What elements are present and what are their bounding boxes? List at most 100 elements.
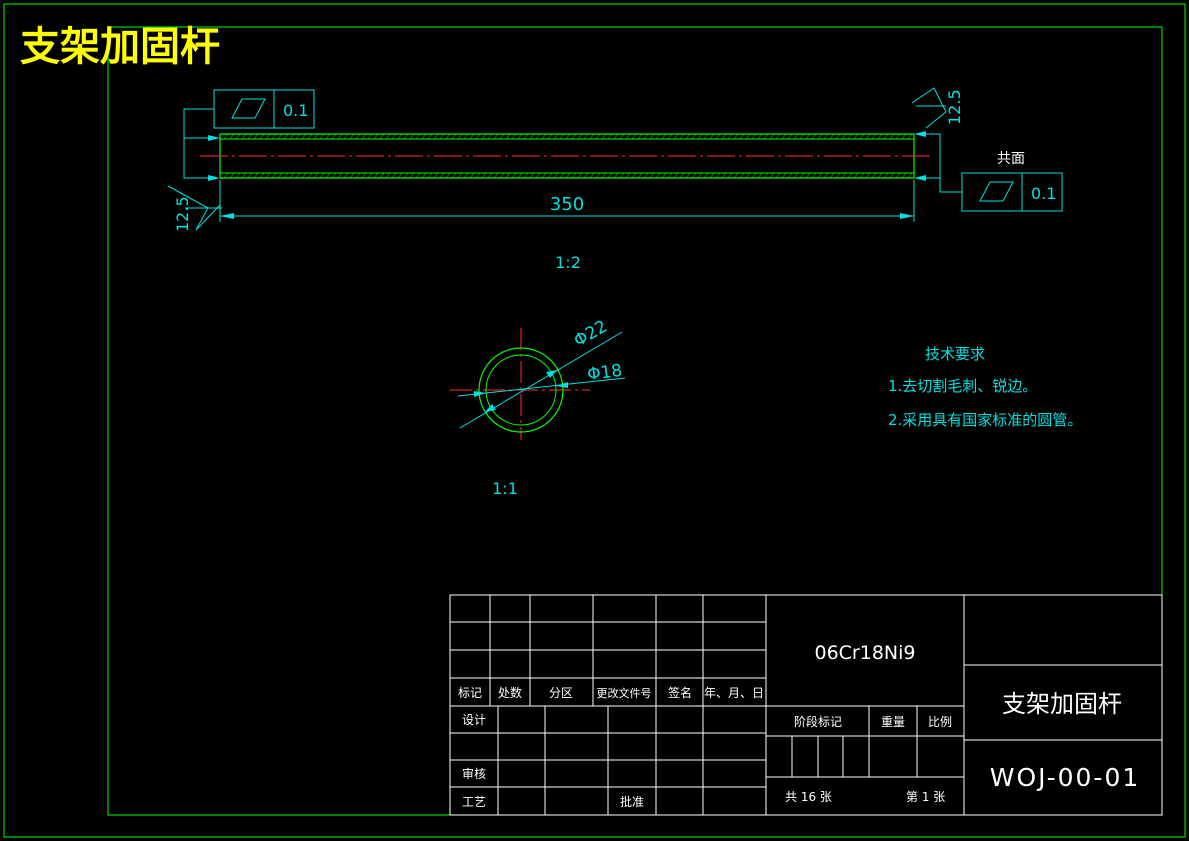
hatch-line — [853, 172, 859, 179]
roughness-symbol-left: 12.5 — [167, 185, 222, 232]
drawing-number: WOJ-00-01 — [990, 763, 1141, 792]
hatch-line — [445, 172, 451, 179]
hatch-line — [793, 133, 799, 140]
hatch-line — [535, 133, 541, 140]
hatch-line — [721, 172, 727, 179]
hatch-line — [475, 172, 481, 179]
leader-arrow-icon — [914, 131, 926, 137]
hatch-line — [421, 133, 427, 140]
hatch-line — [319, 133, 325, 140]
hatch-line — [481, 172, 487, 179]
hatch-line — [313, 133, 319, 140]
hatch-line — [697, 133, 703, 140]
hatch-line — [895, 133, 901, 140]
hatch-line — [709, 133, 715, 140]
hatch-line — [877, 172, 883, 179]
hatch-line — [661, 133, 667, 140]
hatch-line — [727, 172, 733, 179]
dimension-arrow-icon — [546, 370, 557, 378]
hatch-line — [637, 133, 643, 140]
hatch-line — [235, 172, 241, 179]
hatch-line — [799, 133, 805, 140]
hatch-line — [457, 172, 463, 179]
hatch-line — [349, 172, 355, 179]
hatch-line — [523, 172, 529, 179]
hatch-line — [241, 172, 247, 179]
hatch-line — [757, 172, 763, 179]
hatch-line — [475, 133, 481, 140]
hatch-line — [769, 172, 775, 179]
hatch-line — [385, 133, 391, 140]
hatch-line — [337, 133, 343, 140]
hatch-line — [391, 133, 397, 140]
hatch-line — [355, 172, 361, 179]
hatch-line — [841, 172, 847, 179]
flatness-note-right: 共面 — [997, 151, 1025, 167]
hatch-line — [733, 172, 739, 179]
hatch-line — [439, 133, 445, 140]
hatch-line — [643, 133, 649, 140]
length-value: 350 — [550, 194, 584, 215]
hatch-line — [499, 133, 505, 140]
hatch-line — [253, 133, 259, 140]
hatch-line — [259, 172, 265, 179]
hatch-line — [427, 133, 433, 140]
hatch-line — [907, 172, 913, 179]
flatness-value-left: 0.1 — [283, 101, 308, 120]
hatch-line — [259, 133, 265, 140]
hatch-line — [739, 133, 745, 140]
hatch-line — [487, 172, 493, 179]
hatch-line — [337, 172, 343, 179]
hatch-line — [859, 133, 865, 140]
hatch-line — [601, 133, 607, 140]
rev-header-sign: 签名 — [668, 685, 692, 700]
hatch-line — [649, 133, 655, 140]
hatch-line — [667, 133, 673, 140]
tech-req-item-1: 1.去切割毛刺、锐边。 — [888, 377, 1037, 395]
hatch-line — [265, 172, 271, 179]
hatch-line — [709, 172, 715, 179]
part-name: 支架加固杆 — [1002, 690, 1122, 718]
hatch-line — [715, 133, 721, 140]
hatch-line — [775, 172, 781, 179]
dimension-arrow-icon — [474, 391, 486, 397]
hatch-line — [451, 133, 457, 140]
hatch-line — [721, 133, 727, 140]
hatch-line — [313, 172, 319, 179]
flatness-symbol-icon — [979, 181, 1014, 202]
hatch-line — [241, 133, 247, 140]
hatch-line — [295, 172, 301, 179]
hatch-line — [289, 133, 295, 140]
stage-mark-label: 阶段标记 — [794, 714, 842, 729]
hatch-line — [883, 172, 889, 179]
hatch-line — [367, 133, 373, 140]
hatch-line — [481, 133, 487, 140]
hatch-line — [235, 133, 241, 140]
hatch-line — [547, 133, 553, 140]
wall-hatch-bottom — [223, 172, 913, 179]
hatch-line — [247, 133, 253, 140]
review-label: 审核 — [462, 766, 486, 781]
hatch-line — [685, 133, 691, 140]
hatch-line — [553, 133, 559, 140]
hatch-line — [835, 172, 841, 179]
hatch-line — [589, 172, 595, 179]
flatness-symbol-icon — [231, 98, 266, 119]
section-view-scale: 1:1 — [492, 479, 518, 498]
outer-diameter-value: Φ22 — [571, 317, 611, 352]
hatch-line — [691, 172, 697, 179]
hatch-line — [421, 172, 427, 179]
hatch-line — [505, 172, 511, 179]
hatch-line — [301, 172, 307, 179]
hatch-line — [565, 172, 571, 179]
hatch-line — [811, 133, 817, 140]
hatch-line — [307, 133, 313, 140]
hatch-line — [751, 172, 757, 179]
hatch-line — [355, 133, 361, 140]
hatch-line — [607, 133, 613, 140]
hatch-line — [541, 133, 547, 140]
hatch-line — [607, 172, 613, 179]
hatch-line — [487, 133, 493, 140]
hatch-line — [817, 133, 823, 140]
title-block — [449, 594, 1163, 816]
